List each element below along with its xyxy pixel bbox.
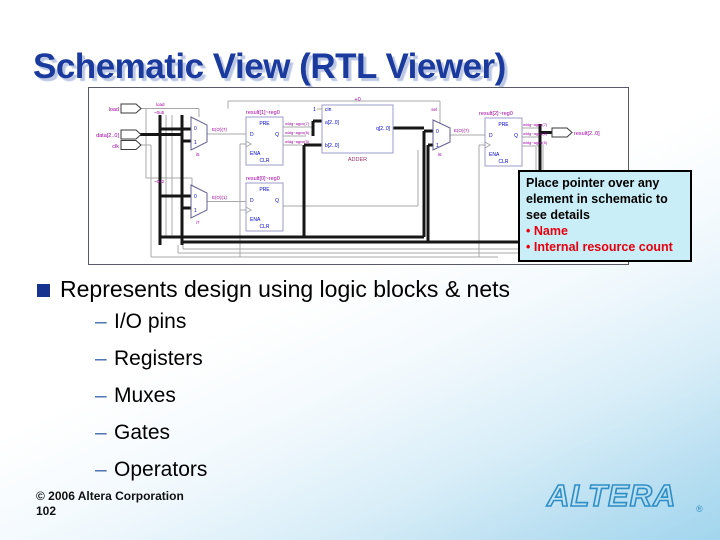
net-fanout: wldg~agco(5) (523, 140, 548, 145)
adder-a-label: a[2..0] (325, 120, 340, 126)
mux-i6-id: i6 (438, 152, 442, 157)
callout-item-resource: • Internal resource count (526, 239, 673, 254)
register-result1-name: result[1]~reg0 (246, 110, 280, 116)
mux-i7-in0: 0 (194, 194, 197, 200)
sub-bullet-text: Registers (114, 346, 203, 370)
pre-label: PRE (259, 121, 270, 127)
list-item: –I/O pins (95, 303, 207, 340)
net-fanout: wldg~agco(6) (285, 130, 310, 135)
mux-i6: 0 1 i6 (432, 119, 451, 157)
callout-box: Place pointer over any element in schema… (518, 170, 692, 263)
list-item: –Gates (95, 414, 207, 451)
register-result0-name: result[0]~reg0 (246, 176, 280, 182)
thin-wires (141, 100, 544, 258)
q-label: Q (275, 198, 279, 204)
result-pin-label: result[2..0] (574, 131, 600, 137)
result-pin-icon (551, 127, 573, 138)
dash-bullet-icon: – (95, 383, 107, 407)
net-bus-top: ~0u5 (154, 110, 165, 115)
square-bullet-icon (37, 284, 50, 297)
main-bullet-text: Represents design using logic blocks & n… (60, 276, 511, 302)
mux-i7: 0 1 i7 (190, 184, 208, 225)
mux-i5: 0 1 i5 (190, 116, 208, 157)
sub-bullet-list: –I/O pins –Registers –Muxes –Gates –Oper… (95, 303, 207, 488)
pre-label: PRE (498, 122, 509, 128)
altera-logo-text: ALTERA (546, 478, 676, 513)
net-fanout: wldg~agco(7) (523, 122, 548, 127)
copyright-text: © 2006 Altera Corporation (36, 489, 184, 503)
clk-pin-icon (120, 140, 142, 150)
dash-bullet-icon: – (95, 346, 107, 370)
pre-label: PRE (259, 187, 270, 193)
mux-i6-in1: 1 (436, 143, 439, 149)
net-mux2-out: E(O)(1) (212, 195, 228, 200)
callout-item-name: • Name (526, 223, 568, 238)
net-fanout: wldg~agco(5) (285, 139, 310, 144)
page-number: 102 (36, 504, 57, 518)
sub-bullet-text: Muxes (114, 383, 176, 407)
slide-title: Schematic View (RTL Viewer) (33, 47, 506, 87)
sub-bullet-text: Operators (114, 457, 208, 481)
q-label: Q (514, 133, 518, 139)
list-item: –Muxes (95, 377, 207, 414)
register-result2-name: result[2]~reg0 (479, 111, 513, 117)
net-fanout: wldg~agco(7) (285, 121, 310, 126)
d-label: D (250, 198, 254, 204)
clock-chevron-icon (245, 206, 252, 214)
mux-i6-in0: 0 (436, 129, 439, 135)
ena-label: ENA (250, 217, 261, 223)
adder-out-label: q[2..0] (376, 126, 391, 132)
net-sel: sel (431, 107, 437, 112)
registered-mark: ® (696, 504, 703, 514)
clr-label: CLR (259, 158, 269, 164)
sub-bullet-text: Gates (114, 420, 171, 444)
net-labels: load sel ~0u5 ~0u2 E(O)(7) E(O)(1) E(O)(… (154, 102, 548, 200)
d-label: D (250, 132, 254, 138)
mux-i5-in1: 1 (194, 140, 197, 146)
adder-instance-label: +0 (354, 97, 360, 103)
list-item: –Registers (95, 340, 207, 377)
mux-i5-id: i5 (196, 152, 200, 157)
clock-chevron-icon (245, 140, 252, 148)
altera-logo: ALTERA ® (544, 476, 712, 523)
ena-label: ENA (489, 152, 500, 158)
net-mux3-out: E(O)(7) (454, 128, 470, 133)
adder-cin-label: cin (325, 107, 332, 113)
sub-bullet-text: I/O pins (114, 309, 187, 333)
callout-text: Place pointer over any element in schema… (526, 176, 668, 222)
mux-i7-in1: 1 (194, 208, 197, 214)
adder-block: +0 1 cin a[2..0] b[2..0] q[2..0] ADDER (313, 97, 394, 163)
clk-pin-label: clk (112, 144, 119, 150)
dash-bullet-icon: – (95, 457, 107, 481)
data-pin-label: data[2..0] (96, 133, 119, 139)
list-item: –Operators (95, 451, 207, 488)
register-result1: result[1]~reg0 PRE D Q ENA CLR (245, 110, 284, 166)
load-pin-icon (120, 103, 142, 114)
adder-b-label: b[2..0] (325, 143, 340, 149)
dash-bullet-icon: – (95, 420, 107, 444)
data-pin-icon (120, 129, 142, 140)
register-result2: result[2]~reg0 PRE D Q ENA CLR (479, 111, 523, 167)
net-bus-bottom: ~0u2 (154, 179, 165, 184)
clr-label: CLR (498, 159, 508, 165)
clr-label: CLR (259, 224, 269, 230)
d-label: D (489, 133, 493, 139)
clock-chevron-icon (484, 141, 491, 149)
register-result0: result[0]~reg0 PRE D Q ENA CLR (245, 176, 284, 232)
output-pin: result[2..0] (551, 127, 600, 138)
mux-i5-in0: 0 (194, 126, 197, 132)
net-mux1-out: E(O)(7) (212, 127, 228, 132)
net-load: load (156, 102, 165, 107)
dash-bullet-icon: – (95, 309, 107, 333)
net-fanout: wldg~agco(6) (523, 131, 548, 136)
ena-label: ENA (250, 151, 261, 157)
input-pins: load data[2..0] clk (96, 103, 142, 150)
bus-wires (140, 115, 552, 245)
q-label: Q (275, 132, 279, 138)
adder-name: ADDER (348, 157, 367, 163)
load-pin-label: load (109, 107, 119, 113)
adder-cin-const: 1 (313, 107, 316, 113)
mux-i7-id: i7 (196, 220, 200, 225)
